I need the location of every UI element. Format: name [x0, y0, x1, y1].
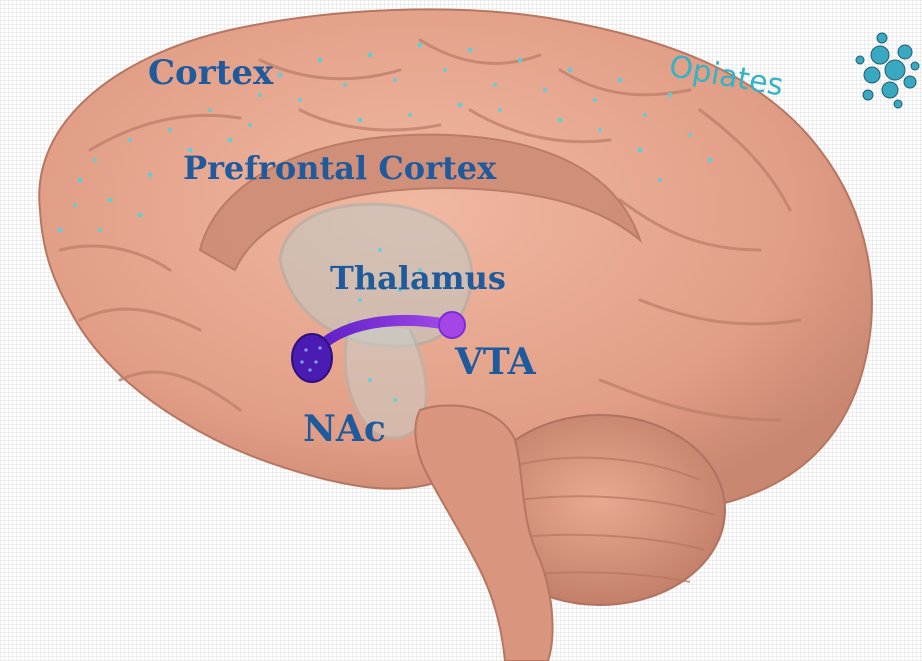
cortex-label: Cortex — [148, 56, 273, 90]
vta-label: VTA — [455, 344, 536, 380]
vta-node — [439, 312, 465, 338]
nac-label: NAc — [303, 411, 386, 447]
thalamus-label: Thalamus — [330, 262, 506, 294]
nac-node — [292, 334, 332, 382]
molecule-cluster-icon — [856, 33, 919, 108]
prefrontal-cortex-label: Prefrontal Cortex — [183, 152, 496, 184]
